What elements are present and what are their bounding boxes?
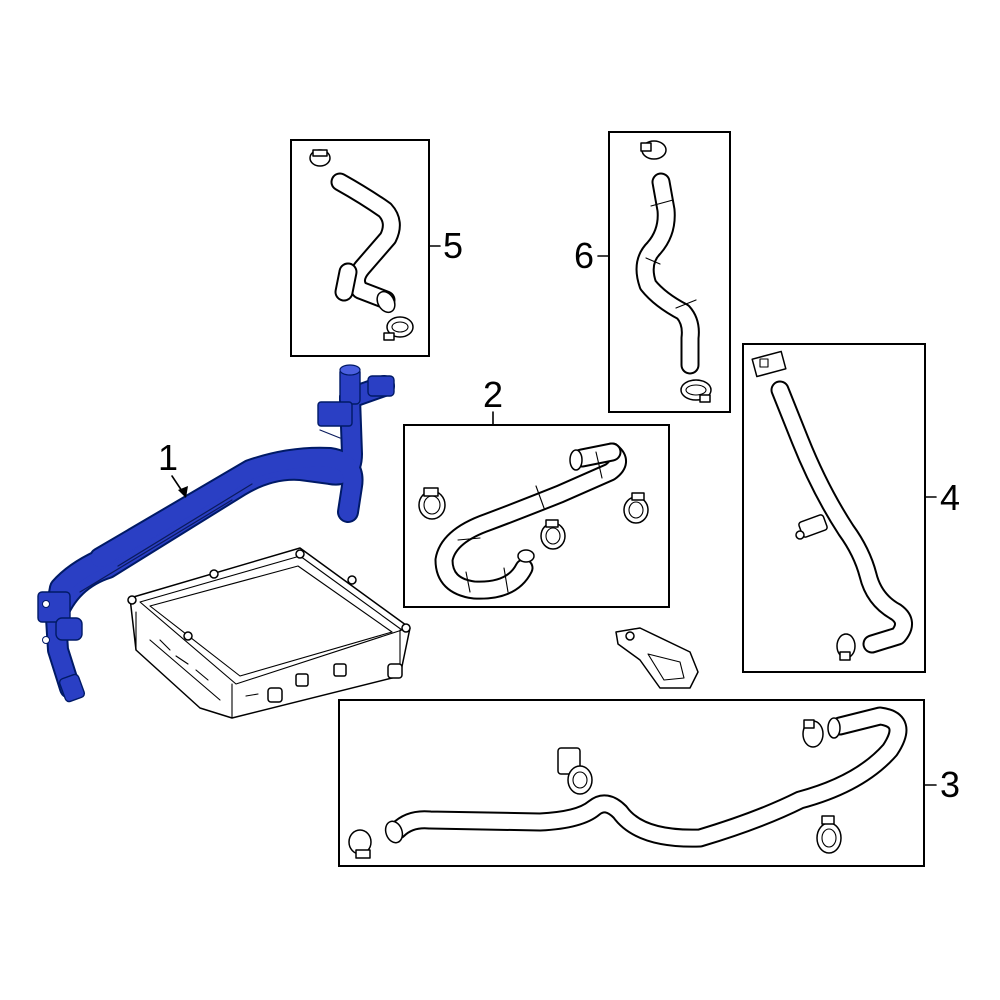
part-6-box <box>608 131 731 413</box>
callout-4: 4 <box>940 477 960 518</box>
callout-6: 6 <box>574 235 594 276</box>
hose-clamp[interactable] <box>640 140 667 160</box>
hose-clamp[interactable] <box>623 492 649 524</box>
electronic-module[interactable] <box>127 547 411 719</box>
callout-1-group: 1 <box>158 437 188 498</box>
hose-clamp[interactable] <box>309 149 331 167</box>
callout-1: 1 <box>158 437 178 478</box>
part-1-pipe[interactable] <box>37 364 395 703</box>
connector-fitting[interactable] <box>795 514 828 540</box>
callout-5: 5 <box>443 225 463 266</box>
hose-clamp[interactable] <box>836 633 856 661</box>
hose-clamp[interactable] <box>540 519 566 550</box>
hose-clamp[interactable] <box>816 815 842 854</box>
hose-clamp[interactable] <box>680 379 712 403</box>
hose-clamp[interactable] <box>751 350 787 378</box>
hose-clamp[interactable] <box>802 719 824 748</box>
callout-2: 2 <box>483 374 503 415</box>
mounting-bracket[interactable] <box>615 627 699 689</box>
part-3-group[interactable]: 3 <box>338 699 960 867</box>
hose-clamp[interactable] <box>557 747 593 795</box>
part-5-group[interactable]: 5 <box>290 139 463 357</box>
part-2-group[interactable]: 2 <box>403 374 670 608</box>
hose-clamp[interactable] <box>383 316 414 341</box>
part-4-group[interactable]: 4 <box>742 343 960 673</box>
part-6-group[interactable]: 6 <box>574 131 731 413</box>
hose-clamp[interactable] <box>348 829 372 859</box>
callout-3: 3 <box>940 764 960 805</box>
hose-clamp[interactable] <box>418 487 446 520</box>
